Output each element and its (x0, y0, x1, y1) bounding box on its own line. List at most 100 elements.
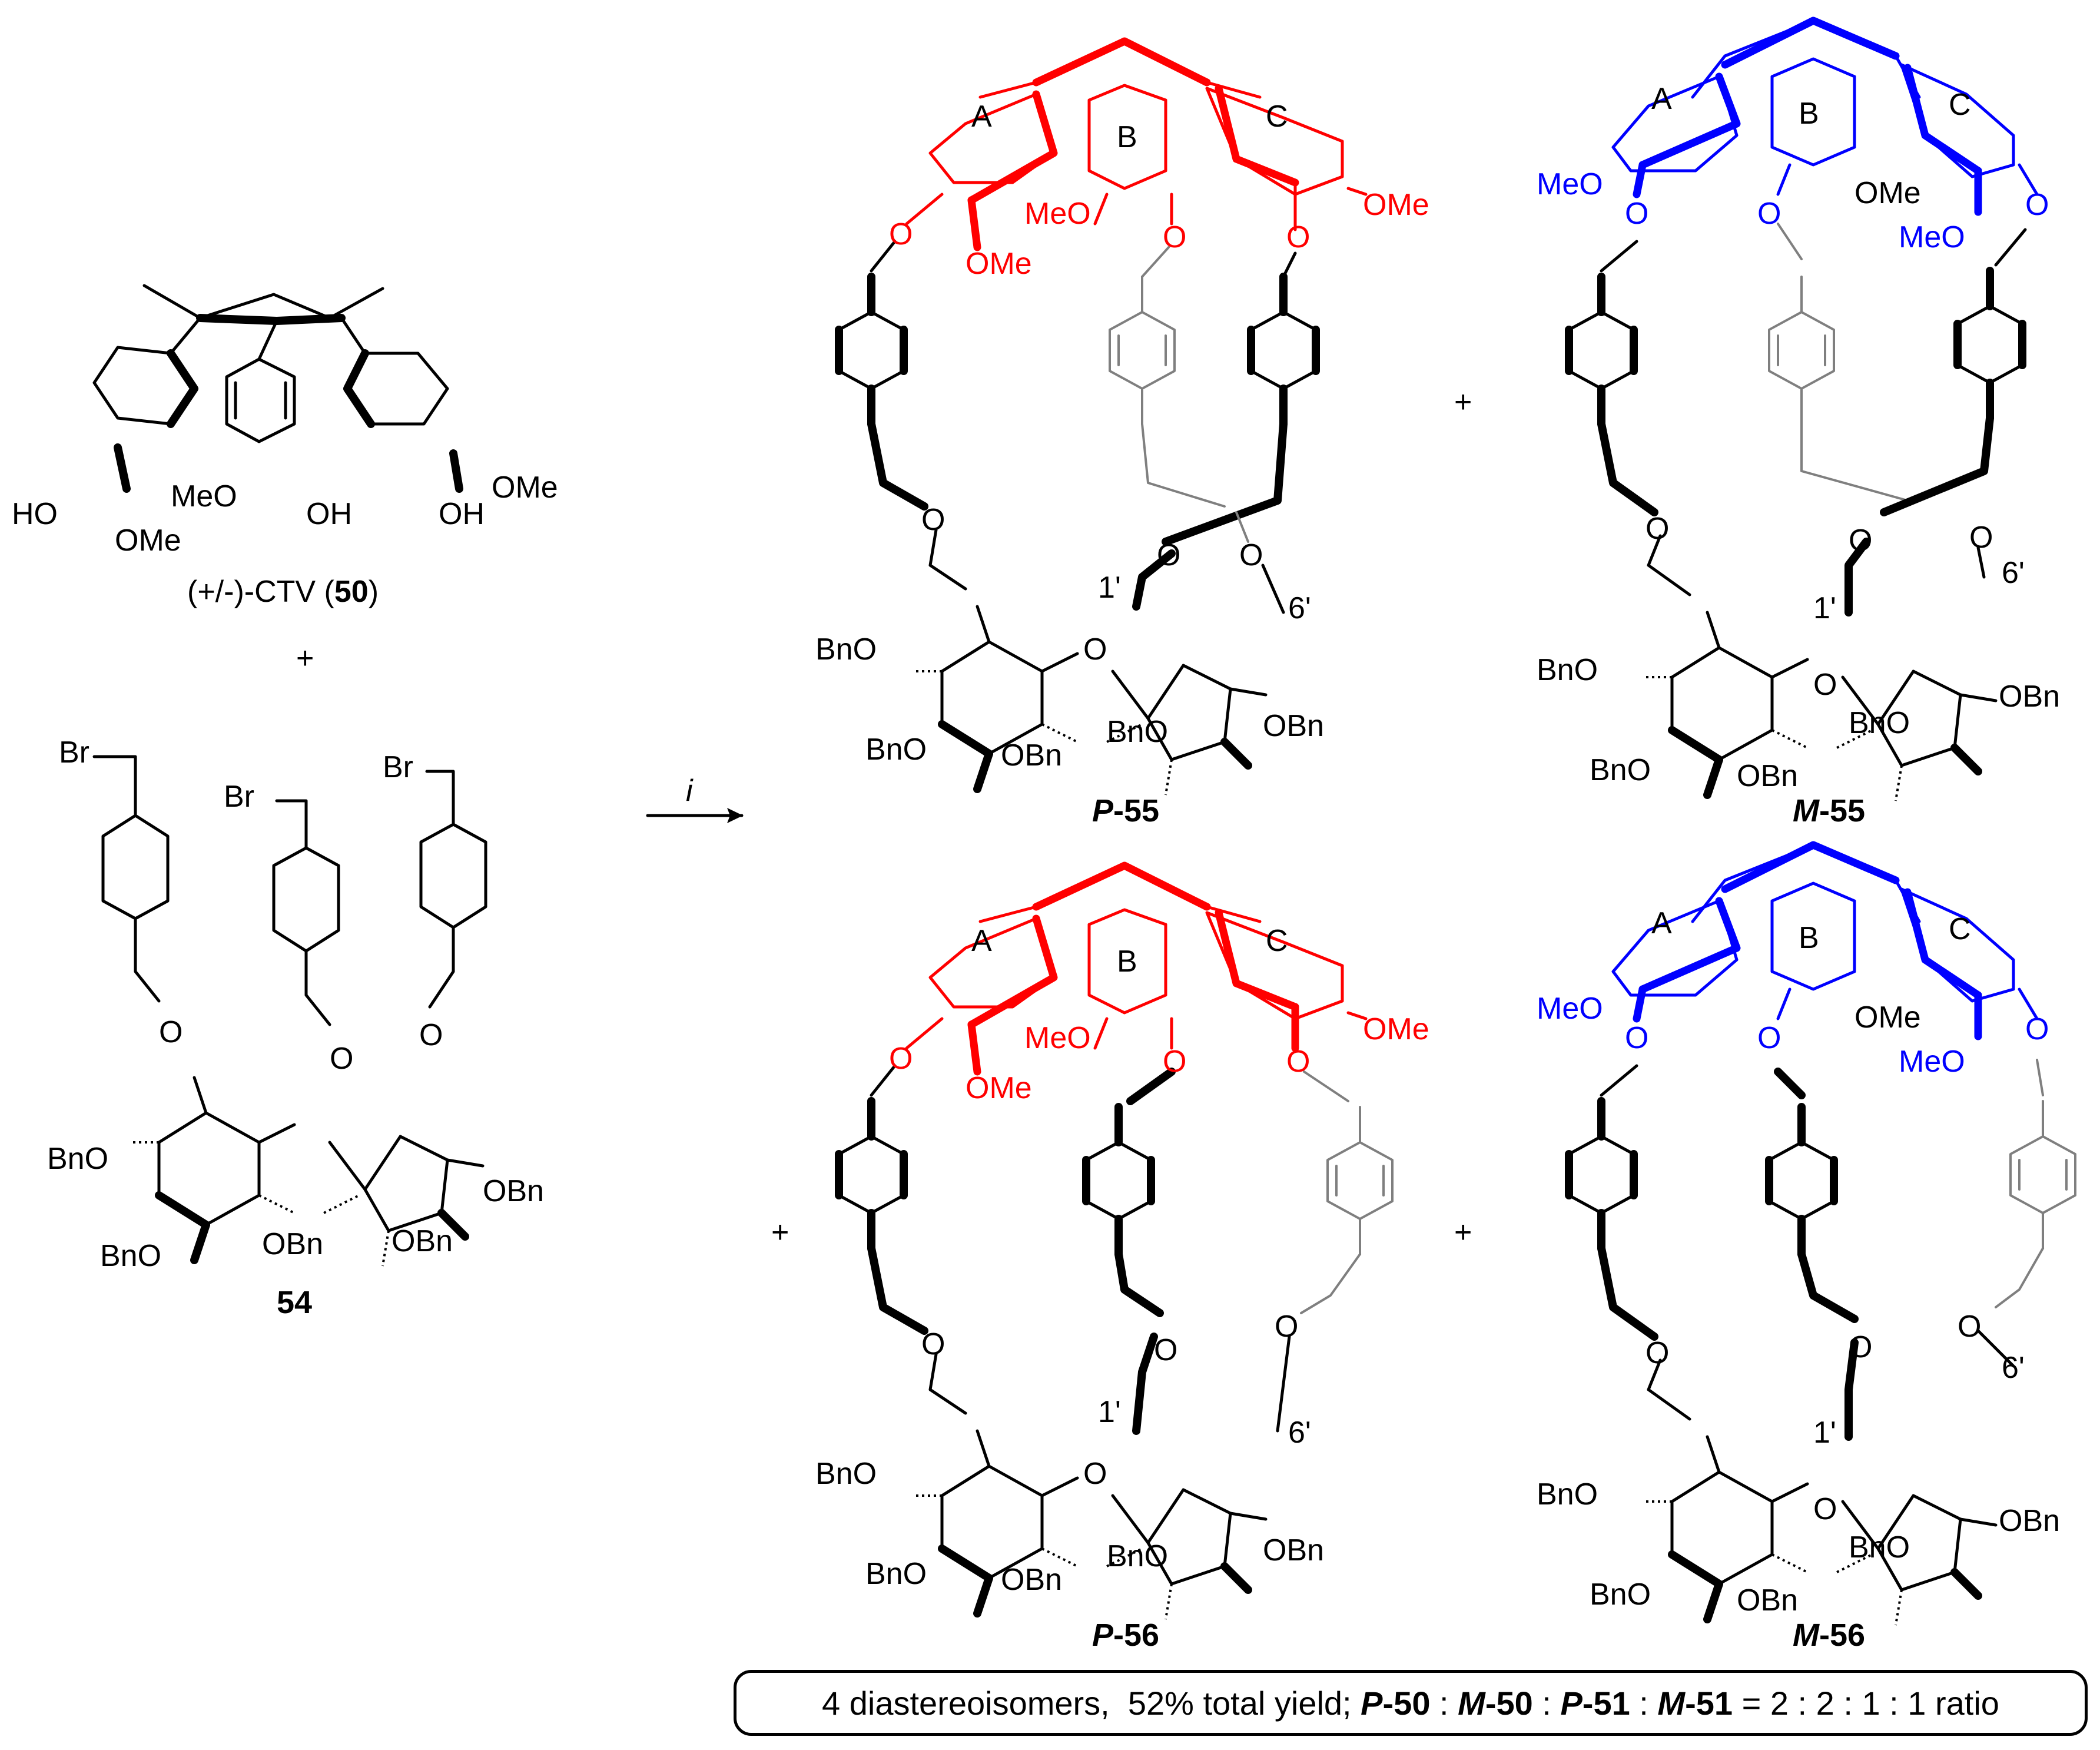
structure-label: BnO (1537, 1477, 1598, 1512)
tribromide-54-structure (92, 755, 487, 1266)
structure-label: 1' (1813, 591, 1836, 625)
structure-label: BnO (815, 632, 877, 667)
structure-label: : (1532, 1684, 1561, 1722)
structure-label: BnO (865, 1557, 927, 1591)
structure-label: O (1757, 197, 1781, 231)
structure-label: 1' (1098, 1395, 1121, 1429)
structure-label: MeO (1024, 197, 1091, 231)
m55-label: M (1793, 793, 1820, 828)
structure-label: BnO (815, 1457, 877, 1491)
structure-label: MeO (1899, 1045, 1965, 1079)
structure-label: O (1239, 538, 1263, 572)
structure-label: + (771, 1215, 789, 1249)
structure-label: OBn (1001, 738, 1062, 773)
m56-label: M (1793, 1618, 1820, 1653)
structure-label: P (1361, 1684, 1383, 1722)
structure-label: OBn (1263, 1533, 1324, 1567)
structure-label: BnO (1849, 706, 1910, 740)
structure-label: P-50 (1361, 1684, 1430, 1722)
p55-label: P (1092, 793, 1114, 828)
summary-lead: 4 diastereoisomers, 52% total yield; (822, 1684, 1361, 1722)
structure-label: O (2025, 188, 2049, 222)
structure-label: MeO (171, 479, 237, 513)
structure-label: MeO (1024, 1021, 1091, 1055)
structure-label: OH (439, 497, 485, 531)
structure-label: OMe (1854, 176, 1921, 210)
structure-label: OBn (1999, 1504, 2060, 1538)
structure-label: O (1083, 632, 1107, 667)
structure-label: O (889, 1042, 913, 1076)
structure-label: 6' (1288, 1416, 1311, 1450)
structure-label: MeO (1537, 992, 1603, 1026)
structure-label: C (1266, 100, 1288, 134)
ctv-50-structure (92, 284, 463, 493)
plus-sign: + (296, 641, 314, 675)
structure-label: OMe (115, 523, 181, 558)
structure-label: OMe (966, 1071, 1032, 1105)
structure-label: HO (12, 497, 58, 531)
structure-label: OBn (1737, 1583, 1798, 1618)
structure-label: OBn (1737, 759, 1798, 793)
structure-label: O (2025, 1012, 2049, 1046)
structure-label: -55 (1819, 793, 1865, 828)
structure-label: M-55 (1793, 793, 1865, 828)
structure-label: BnO (100, 1239, 161, 1273)
structure-label: O (1275, 1310, 1298, 1344)
structure-label: -51 (1685, 1684, 1733, 1722)
structure-label: OBn (1999, 680, 2060, 714)
structure-label: Br (59, 735, 89, 770)
structure-label: O (1813, 668, 1837, 702)
structure-label: A (1651, 906, 1672, 940)
structure-label: ) (369, 575, 379, 609)
structure-label: BnO (1537, 653, 1598, 687)
structure-label: OBn (483, 1174, 544, 1208)
arrow-condition: i (686, 774, 694, 808)
p56-structure (839, 861, 1394, 1619)
structure-label: C (1266, 924, 1288, 958)
structure-label: 1' (1098, 571, 1121, 605)
reaction-arrow (646, 808, 744, 823)
structure-label: O (1958, 1310, 1981, 1344)
structure-label: -56 (1113, 1618, 1159, 1653)
structure-label: O (1286, 220, 1310, 254)
structure-label: -55 (1113, 793, 1159, 828)
m55-structure (1569, 16, 2039, 801)
structure-label: P-51 (1560, 1684, 1630, 1722)
structure-label: A (971, 100, 992, 134)
structure-label: -50 (1485, 1684, 1533, 1722)
structure-label: O (1625, 197, 1648, 231)
compound-54-label: 54 (277, 1285, 312, 1320)
structure-label: O (159, 1015, 183, 1049)
summary-ratio: = 2 : 2 : 1 : 1 ratio (1733, 1684, 1999, 1722)
structure-label: BnO (1590, 753, 1651, 787)
m56-structure (1569, 841, 2076, 1625)
structure-label: O (889, 217, 913, 251)
structure-label: 6' (1288, 591, 1311, 625)
structure-label: C (1949, 912, 1971, 946)
structure-label: OBn (1263, 709, 1324, 743)
structure-label: M-51 (1657, 1684, 1733, 1722)
structure-label: M-50 (1458, 1684, 1533, 1722)
structure-label: Br (224, 780, 254, 814)
structure-label: O (330, 1042, 353, 1076)
yield-summary-box: 4 diastereoisomers, 52% total yield; P-5… (734, 1670, 2088, 1736)
structure-label: OH (306, 497, 352, 531)
structure-label: O (1849, 523, 1872, 558)
structure-label: O (921, 503, 945, 537)
structure-label: O (1849, 1330, 1872, 1364)
structure-label: 6' (2002, 1351, 2025, 1385)
structure-label: : (1430, 1684, 1458, 1722)
structure-label: OMe (1363, 188, 1429, 222)
p56-label: P (1092, 1618, 1114, 1653)
structure-label: O (1969, 521, 1993, 555)
structure-label: O (1646, 512, 1669, 546)
structure-label: : (1630, 1684, 1658, 1722)
structure-label: O (1646, 1336, 1669, 1370)
structure-label: (+/-)-CTV (50) (187, 575, 379, 609)
structure-label: -56 (1819, 1618, 1865, 1653)
structure-label: P-55 (1092, 793, 1159, 828)
structure-label: C (1949, 88, 1971, 122)
structure-label: A (971, 924, 992, 958)
structure-label: O (1154, 1333, 1177, 1367)
structure-label: BnO (865, 733, 927, 767)
